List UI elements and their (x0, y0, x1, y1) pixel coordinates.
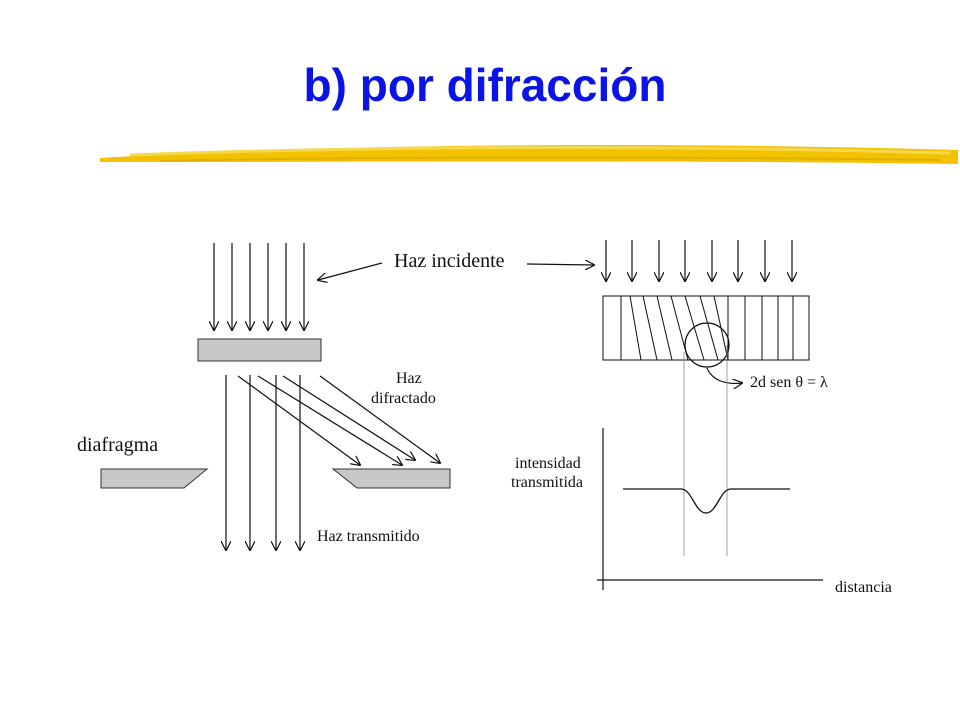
callout-arrow-left (318, 262, 383, 280)
label-haz-incidente: Haz incidente (394, 250, 505, 272)
intensity-axes (597, 428, 823, 590)
intensity-curve (623, 488, 790, 514)
diaphragm-left (100, 468, 209, 489)
incident-beams-right (606, 240, 792, 281)
label-distancia: distancia (835, 579, 892, 596)
slide-title: b) por difracción (303, 59, 667, 111)
label-diafragma: diafragma (77, 434, 158, 456)
crystal-sample (197, 338, 322, 362)
label-difractado: difractado (371, 390, 436, 407)
label-intensidad: intensidad (515, 455, 581, 472)
projection-lines (683, 345, 728, 556)
bragg-callout-arrow (706, 367, 742, 383)
incident-beams-left (214, 243, 304, 330)
highlighter-stroke (100, 144, 958, 164)
label-bragg-equation: 2d sen θ = λ (750, 374, 828, 391)
diffracted-beams (237, 375, 440, 465)
label-haz-transmitido: Haz transmitido (317, 528, 420, 545)
transmitted-beams (226, 375, 300, 550)
label-haz: Haz (396, 370, 422, 387)
diaphragm-right (331, 468, 451, 489)
callout-arrow-right (526, 264, 594, 265)
crystal-lattice (602, 295, 810, 361)
defect-circle (684, 322, 730, 368)
label-transmitida: transmitida (511, 474, 583, 491)
